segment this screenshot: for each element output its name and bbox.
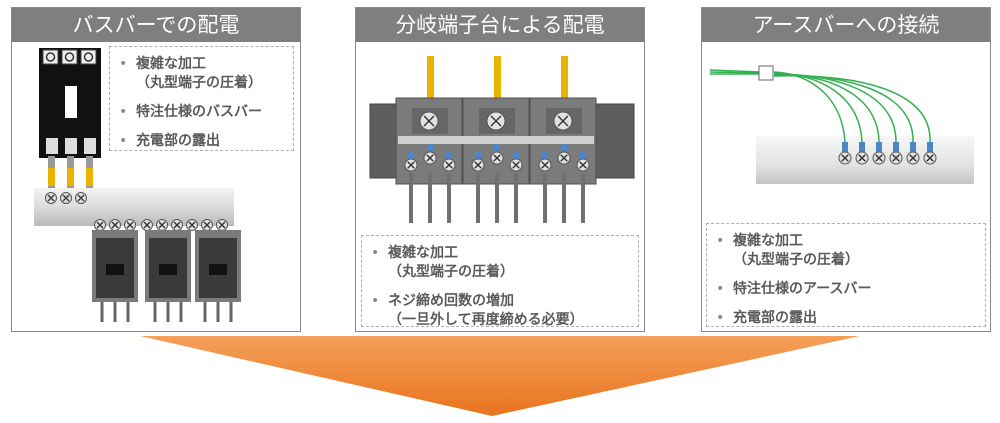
screw-slot [841,154,849,162]
note-item: 特注仕様のアースバー [707,280,985,299]
note-text: 複雑な加工 [388,245,458,261]
terminal-screws [404,111,590,172]
panel-earth-bar: アースバーへの接続 複雑な加工 （丸型端子の圧着） [701,7,991,332]
note-item: 特注仕様のバスバー [110,103,293,122]
screw-row [94,219,228,231]
screw-slot [560,154,568,162]
screw-slot [173,221,181,229]
terminal-lug [513,151,519,159]
earth-bar-illustration [709,65,974,184]
note-item: 充電部の露出 [110,132,293,151]
terminal-lugs [842,142,933,152]
wires-yellow [48,156,93,196]
panel-title: 分岐端子台による配電 [356,8,644,42]
screw-slot [111,221,119,229]
terminal-lug [446,151,452,159]
screw-slot [858,154,866,162]
screw-slot [909,154,917,162]
note-item: 複雑な加工 （丸型端子の圧着） [707,232,985,270]
terminal-lug [580,151,586,159]
notes-box: 複雑な加工 （丸型端子の圧着） ネジ締め回数の増加 （一旦外して再度締める必要） [361,235,639,330]
note-item: ネジ締め回数の増加 （一旦外して再度締める必要） [362,292,638,330]
terminal-lug [494,144,500,152]
terminal-lug [408,151,414,159]
screw-slot [203,221,211,229]
screw-slot [143,221,151,229]
panel-busbar: バスバーでの配電 [11,7,301,332]
note-subtext: （丸型端子の圧着） [733,252,859,268]
terminal-block-illustration [369,56,635,223]
screw-slot [541,161,549,169]
screw-slot [926,154,934,162]
wires-yellow [427,56,568,108]
panel-title: アースバーへの接続 [702,8,990,42]
breaker [39,48,101,158]
screw-slot [218,221,226,229]
screw-slot [892,154,900,162]
earth-screws [838,151,937,165]
notes-box: 複雑な加工 （丸型端子の圧着） 特注仕様のバスバー 充電部の露出 [109,46,294,151]
panel-title: バスバーでの配電 [12,8,300,42]
note-text: 充電部の露出 [733,310,817,326]
down-arrow [140,336,860,416]
busbar-illustration [34,48,241,322]
breaker-row [92,230,241,322]
screw-slot [474,161,482,169]
screw-slot [96,221,104,229]
note-subtext: （丸型端子の圧着） [136,75,262,91]
terminal-lug [427,144,433,152]
busbar-screws [45,192,87,204]
note-text: 充電部の露出 [136,133,220,149]
screw-slot [126,221,134,229]
terminal-lug [475,151,481,159]
wires-green [709,69,931,143]
note-item: 充電部の露出 [707,309,985,328]
note-subtext: （一旦外して再度締める必要） [388,312,584,328]
wires-gray [409,173,585,223]
terminal-lug [542,151,548,159]
note-text: 複雑な加工 [733,233,803,249]
arrow-shape [140,336,860,416]
notes-box: 複雑な加工 （丸型端子の圧着） 特注仕様のアースバー 充電部の露出 [706,223,986,328]
screw-slot [407,161,415,169]
note-text: 特注仕様のバスバー [136,104,262,120]
note-text: ネジ締め回数の増加 [388,293,514,309]
terminal-blocks [395,97,597,185]
note-text: 特注仕様のアースバー [733,281,872,297]
screw-slot [493,154,501,162]
screw-slot [579,161,587,169]
note-item: 複雑な加工 （丸型端子の圧着） [110,55,293,93]
terminal-lug [561,144,567,152]
crimp-sleeve [758,65,774,81]
screw-slot [158,221,166,229]
note-subtext: （丸型端子の圧着） [388,264,514,280]
screw-slot [188,221,196,229]
screw-slot [423,115,435,127]
screw-slot [426,154,434,162]
screw-slot [875,154,883,162]
screw-slot [445,161,453,169]
note-text: 複雑な加工 [136,56,206,72]
screw-slot [512,161,520,169]
screw-slot [490,115,502,127]
note-item: 複雑な加工 （丸型端子の圧着） [362,244,638,282]
panel-branch-terminal: 分岐端子台による配電 複雑な加工 （丸型端子の圧着） ネジ締め回数の増加 [355,7,645,332]
screw-slot [557,115,569,127]
